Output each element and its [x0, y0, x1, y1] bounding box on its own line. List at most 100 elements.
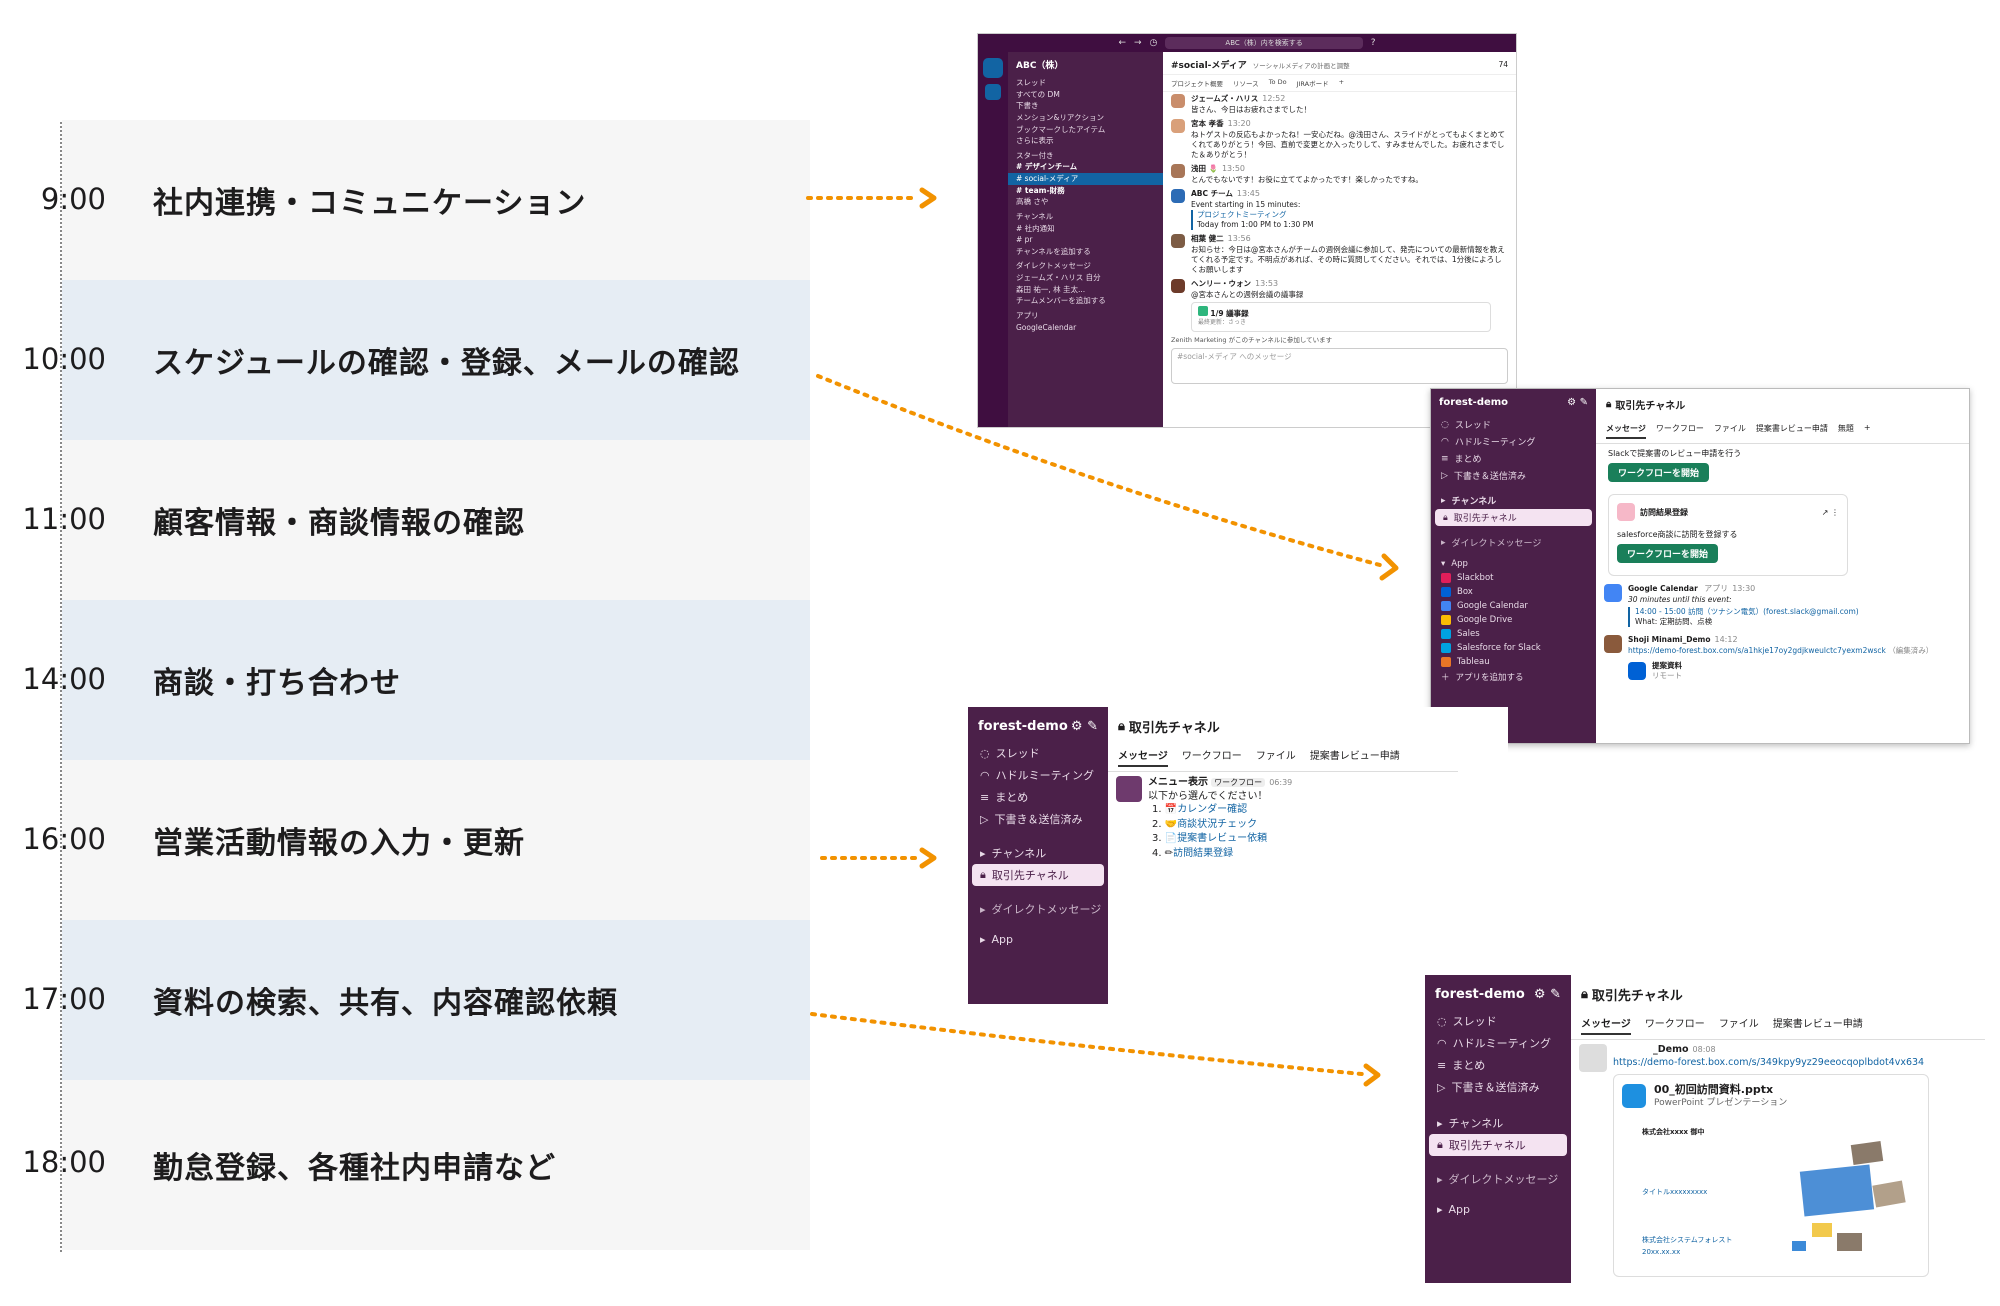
- user-name[interactable]: Google Calendar: [1628, 584, 1698, 593]
- history-icon[interactable]: ◷: [1149, 38, 1158, 48]
- nav-huddles[interactable]: ◠ハドルミーティング: [1425, 1032, 1571, 1054]
- user-name[interactable]: ヘンリー・ウォン: [1191, 279, 1251, 289]
- section-label[interactable]: アプリ: [1016, 310, 1039, 320]
- help-icon[interactable]: ?: [1370, 38, 1376, 48]
- channel-item[interactable]: # pr: [1016, 235, 1033, 245]
- tab-review[interactable]: 提案書レビュー申請: [1309, 751, 1400, 762]
- menu-item[interactable]: 1. 📅カレンダー確認: [1152, 803, 1292, 818]
- app-item[interactable]: GoogleCalendar: [1016, 322, 1077, 332]
- sidebar-item[interactable]: すべての DM: [1016, 89, 1060, 99]
- settings-icon[interactable]: ⚙ ✎: [1070, 719, 1098, 734]
- nav-threads[interactable]: ◌スレッド: [968, 742, 1108, 764]
- tab-messages[interactable]: メッセージ: [1118, 744, 1168, 767]
- share-icon[interactable]: ↗ ⋮: [1821, 507, 1839, 517]
- menu-link[interactable]: 商談状況チェック: [1177, 818, 1258, 830]
- channel-item-active[interactable]: 🔒︎取引先チャネル: [1429, 1134, 1567, 1156]
- sidebar-item[interactable]: 下書き: [1016, 101, 1039, 111]
- tab-files[interactable]: ファイル: [1718, 1019, 1759, 1030]
- user-name[interactable]: Shoji Minami_Demo: [1628, 635, 1711, 645]
- app-item[interactable]: Slackbot: [1431, 571, 1596, 585]
- app-section[interactable]: ▸App: [968, 930, 1108, 949]
- nav-huddles[interactable]: ◠ハドルミーティング: [968, 764, 1108, 786]
- user-name[interactable]: ジェームズ・ハリス: [1191, 94, 1259, 103]
- section-label[interactable]: チャンネル: [1016, 211, 1054, 221]
- nav-drafts[interactable]: ▷下書き＆送信済み: [968, 808, 1108, 830]
- nav-threads[interactable]: ◌スレッド: [1425, 1010, 1571, 1032]
- workspace-icon[interactable]: [985, 84, 1001, 100]
- app-item[interactable]: Sales: [1431, 627, 1596, 641]
- workspace-name[interactable]: forest-demo: [1435, 987, 1525, 1002]
- bookmark[interactable]: プロジェクト概要: [1171, 80, 1223, 88]
- app-item[interactable]: Tableau: [1431, 655, 1596, 669]
- tab-files[interactable]: ファイル: [1255, 751, 1296, 762]
- nav-summary[interactable]: ≡まとめ: [1425, 1054, 1571, 1076]
- channel-item-active[interactable]: 🔒︎取引先チャネル: [1435, 509, 1592, 526]
- workspace-name[interactable]: ABC（株）: [1016, 61, 1064, 71]
- tab-files[interactable]: ファイル: [1713, 424, 1746, 433]
- event-link[interactable]: プロジェクトミーティング: [1197, 209, 1287, 219]
- nav-drafts[interactable]: ▷下書き＆送信済み: [1431, 467, 1596, 484]
- search-input[interactable]: ABC（株）内を検索する: [1165, 37, 1363, 49]
- channels-section[interactable]: ▸チャンネル: [968, 842, 1108, 864]
- user-name[interactable]: ABC チーム: [1191, 189, 1233, 199]
- file-name[interactable]: 提案資料: [1652, 661, 1682, 671]
- add-member-button[interactable]: チームメンバーを追加する: [1016, 296, 1106, 306]
- dm-item[interactable]: ジェームズ・ハリス 自分: [1016, 273, 1101, 282]
- user-name[interactable]: 相葉 健二: [1191, 234, 1224, 244]
- add-bookmark-button[interactable]: +: [1338, 78, 1345, 86]
- workspace-name[interactable]: forest-demo: [1439, 397, 1509, 408]
- channel-title[interactable]: 取引先チャネル: [1615, 401, 1686, 412]
- channel-title[interactable]: 取引先チャネル: [1128, 721, 1220, 736]
- start-workflow-button[interactable]: ワークフローを開始: [1608, 463, 1710, 482]
- user-name[interactable]: 浅田 🌷: [1191, 164, 1218, 174]
- sidebar-item[interactable]: スレッド: [1016, 78, 1046, 87]
- sidebar-item[interactable]: さらに表示: [1016, 136, 1054, 146]
- settings-icon[interactable]: ⚙ ✎: [1533, 987, 1561, 1002]
- dm-section[interactable]: ▸ダイレクトメッセージ: [1425, 1168, 1571, 1190]
- user-name[interactable]: 宮本 孝香: [1191, 118, 1224, 128]
- channels-section[interactable]: ▸チャンネル: [1431, 492, 1596, 509]
- add-tab-button[interactable]: +: [1863, 423, 1871, 432]
- doc-card[interactable]: 1/9 議事録最終更新：さっき: [1191, 302, 1491, 332]
- channel-title[interactable]: #social-メディア: [1171, 61, 1247, 71]
- menu-item[interactable]: 3. 📄提案書レビュー依頼: [1152, 832, 1292, 847]
- nav-threads[interactable]: ◌スレッド: [1431, 416, 1596, 433]
- tab-workflow[interactable]: ワークフロー: [1644, 1019, 1705, 1030]
- app-item[interactable]: Google Drive: [1431, 613, 1596, 627]
- section-label[interactable]: スター付き: [1016, 150, 1054, 160]
- user-name[interactable]: _Demo: [1653, 1044, 1689, 1055]
- bookmark[interactable]: To Do: [1268, 78, 1287, 86]
- bot-name[interactable]: メニュー表示: [1148, 777, 1208, 788]
- box-link[interactable]: https://demo-forest.box.com/s/a1hkje17oy…: [1628, 645, 1886, 655]
- channel-item[interactable]: # デザインチーム: [1016, 162, 1078, 172]
- channel-item-active[interactable]: 🔒︎取引先チャネル: [972, 864, 1104, 886]
- tab-workflow[interactable]: ワークフロー: [1655, 424, 1704, 433]
- nav-drafts[interactable]: ▷下書き＆送信済み: [1425, 1076, 1571, 1098]
- add-app-button[interactable]: ＋アプリを追加する: [1431, 669, 1596, 685]
- tab-review[interactable]: 提案書レビュー申請: [1772, 1019, 1863, 1030]
- start-workflow-button[interactable]: ワークフローを開始: [1617, 544, 1719, 563]
- section-label[interactable]: ダイレクトメッセージ: [1016, 261, 1091, 271]
- settings-icon[interactable]: ⚙ ✎: [1567, 397, 1588, 408]
- menu-item[interactable]: 4. ✏訪問結果登録: [1152, 847, 1292, 862]
- app-item[interactable]: Box: [1431, 585, 1596, 599]
- nav-summary[interactable]: ≡まとめ: [968, 786, 1108, 808]
- tab-review[interactable]: 提案書レビュー申請: [1755, 424, 1828, 433]
- box-link[interactable]: https://demo-forest.box.com/s/349kpy9yz2…: [1613, 1056, 1925, 1068]
- workspace-icon[interactable]: [983, 58, 1003, 78]
- tab-workflow[interactable]: ワークフロー: [1181, 751, 1242, 762]
- sidebar-item[interactable]: メンション&リアクション: [1016, 112, 1104, 122]
- nav-huddles[interactable]: ◠ハドルミーティング: [1431, 433, 1596, 450]
- app-item[interactable]: Salesforce for Slack: [1431, 641, 1596, 655]
- channel-item[interactable]: # team-財務: [1016, 185, 1065, 195]
- channel-item-active[interactable]: # social-メディア: [1008, 173, 1163, 185]
- dm-item[interactable]: 高橋 さや: [1016, 197, 1049, 207]
- dm-item[interactable]: 森田 祐一, 林 圭太...: [1016, 284, 1086, 294]
- app-section[interactable]: ▸App: [1425, 1200, 1571, 1219]
- nav-summary[interactable]: ≡まとめ: [1431, 450, 1596, 467]
- menu-link[interactable]: 訪問結果登録: [1173, 847, 1234, 859]
- dm-section[interactable]: ▸ダイレクトメッセージ: [1431, 534, 1596, 551]
- channel-title[interactable]: 取引先チャネル: [1591, 989, 1683, 1004]
- add-channel-button[interactable]: チャンネルを追加する: [1016, 246, 1091, 256]
